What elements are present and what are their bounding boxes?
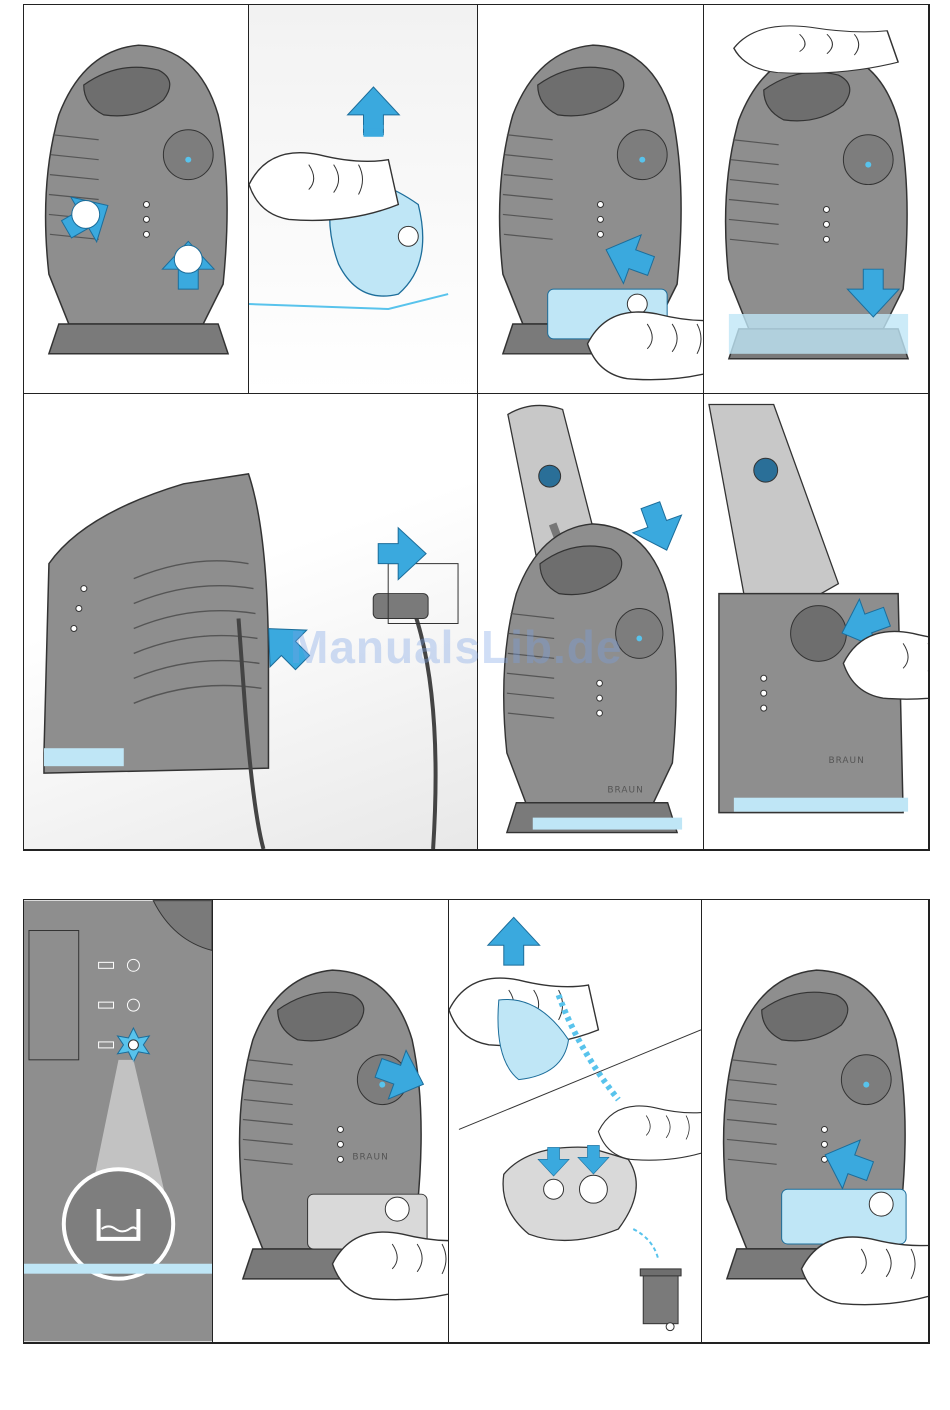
panel-insert-shaver: BRAUN: [478, 394, 704, 850]
hand-illustration: [802, 1237, 928, 1305]
brand-logo: BRAUN: [352, 1152, 388, 1162]
panel-plug-in: [24, 394, 478, 850]
hand-illustration: [249, 153, 398, 221]
cartridge-illustration: [503, 1147, 636, 1240]
cleaning-station-illustration: [44, 474, 269, 773]
cleaning-station-illustration: [504, 524, 677, 833]
panel-reseal-and-dispose: [449, 900, 702, 1343]
panel-pull-cartridge: BRAUN: [213, 900, 449, 1343]
power-cord-illustration: [239, 564, 459, 849]
bin-icon: [640, 1269, 681, 1331]
hand-illustration: [598, 1106, 701, 1160]
brand-logo: BRAUN: [828, 756, 864, 766]
hand-illustration: [588, 312, 703, 380]
hand-illustration: [734, 26, 898, 73]
arrow-up-icon: [488, 917, 540, 965]
panel-insert-new-cartridge: [702, 900, 929, 1343]
cartridge-illustration: [782, 1189, 906, 1244]
fluid-icon: [64, 1169, 173, 1278]
panel-insert-cartridge-press: [24, 5, 249, 394]
cleaning-station-illustration: [726, 50, 909, 359]
bottom-instruction-grid: BRAUN: [23, 899, 930, 1344]
panel-press-down: [704, 5, 929, 394]
brand-logo: BRAUN: [607, 786, 643, 796]
panel-press-start: BRAUN: [704, 394, 929, 850]
panel-insert-cartridge: [478, 5, 704, 394]
panel-remove-seal: [249, 5, 478, 394]
panel-low-fluid-indicator: [24, 900, 213, 1343]
arrow-up-icon: [348, 87, 400, 137]
hand-illustration: [332, 1232, 448, 1300]
top-instruction-grid: BRAUN BRAUN: [23, 4, 930, 851]
shaver-illustration: [709, 404, 838, 603]
